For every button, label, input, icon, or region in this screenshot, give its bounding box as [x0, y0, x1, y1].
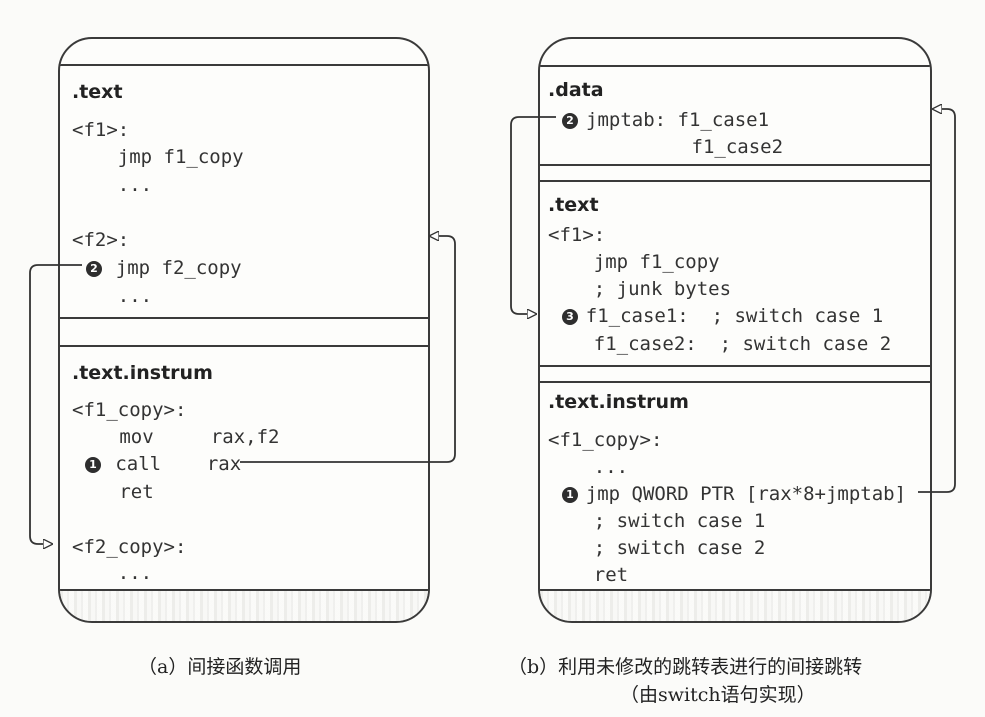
panel-b: .data 2 jmptab: f1_case1 f1_case2 .text <…: [538, 37, 932, 623]
panel-b-instrum-line-1: <f1_copy>:: [548, 429, 663, 451]
arrow-a-jmp-to-f2-copy: [29, 264, 82, 544]
panel-b-divider-3: [540, 180, 930, 182]
panel-b-divider-2: [540, 164, 930, 166]
panel-b-top-divider: [540, 65, 930, 67]
panel-a-instrum-line-3: 1 call rax: [85, 451, 241, 479]
panel-b-bottom-divider: [540, 589, 930, 591]
panel-b-data-line-1-code: jmptab: f1_case1: [586, 109, 770, 131]
panel-a-text-line-2: jmp f1_copy: [72, 146, 244, 168]
panel-b-text-line-3: ; junk bytes: [548, 278, 732, 300]
panel-a-text-line-3: ...: [72, 174, 153, 196]
panel-a-text-line-6-code: jmp f2_copy: [70, 257, 242, 279]
panel-b-bottom-band: [540, 591, 930, 621]
panel-a-mid-divider-2: [60, 345, 428, 347]
panel-b-text-line-2: jmp f1_copy: [548, 251, 720, 273]
panel-b-data-line-1: 2 jmptab: f1_case1: [562, 107, 769, 135]
panel-a-top-divider: [60, 64, 428, 66]
panel-a-text-line-1: <f1>:: [72, 119, 130, 141]
arrow-b-jmptab-to-case1: [510, 116, 556, 314]
panel-a-instrum-line-4: ret: [85, 481, 154, 503]
panel-b-instrum-line-4: ; switch case 1: [548, 510, 766, 532]
panel-b-instrum-line-5: ; switch case 2: [548, 537, 766, 559]
panel-b-data-line-2: f1_case2: [600, 136, 784, 158]
arrow-b-jmp-to-data: [918, 109, 956, 493]
panel-a-text-line-6: 2 jmp f2_copy: [72, 255, 242, 283]
caption-b-line-2: （由switch语句实现）: [620, 684, 816, 706]
panel-b-text-title: .text: [548, 194, 599, 216]
panel-b-instrum-line-2: ...: [548, 456, 629, 478]
arrow-a-call-to-f2: [240, 236, 456, 463]
panel-b-divider-4: [540, 365, 930, 367]
panel-b-text-line-1: <f1>:: [548, 224, 606, 246]
panel-b-instrum-line-3-code: jmp QWORD PTR [rax*8+jmptab]: [540, 483, 907, 505]
panel-a-bottom-band: [60, 591, 428, 621]
marker-b-2: 2: [562, 113, 578, 129]
panel-b-instrum-line-6: ret: [548, 564, 629, 586]
panel-b-text-line-4: 3 f1_case1: ; switch case 1: [562, 303, 883, 331]
marker-b-1: 1: [562, 487, 578, 503]
marker-a-1: 1: [85, 457, 101, 473]
panel-b-instrum-line-3: 1 jmp QWORD PTR [rax*8+jmptab]: [562, 481, 906, 509]
caption-a: （a）间接函数调用: [138, 656, 302, 678]
panel-a-instrum-title: .text.instrum: [72, 362, 213, 384]
marker-b-3: 3: [562, 309, 578, 325]
panel-a-text-title: .text: [72, 81, 123, 103]
panel-a-bottom-divider: [60, 589, 428, 591]
panel-b-text-line-5: f1_case2: ; switch case 2: [548, 333, 892, 355]
panel-a-instrum-line-7: ...: [72, 562, 153, 584]
panel-a-text-line-5: <f2>:: [72, 229, 130, 251]
panel-a-instrum-line-3-code: call rax: [81, 453, 242, 475]
panel-a-instrum-line-2: mov rax,f2: [85, 426, 280, 448]
panel-b-divider-5: [540, 381, 930, 383]
panel-b-data-title: .data: [548, 79, 604, 101]
panel-a-text-line-7: ...: [72, 285, 153, 307]
panel-a-mid-divider-1: [60, 317, 428, 319]
panel-b-text-line-4-code: f1_case1: ; switch case 1: [540, 305, 884, 327]
panel-a-instrum-line-6: <f2_copy>:: [72, 536, 187, 558]
marker-a-2: 2: [86, 261, 102, 277]
panel-a-instrum-line-1: <f1_copy>:: [72, 399, 187, 421]
panel-a: .text <f1>: jmp f1_copy ... <f2>: 2 jmp …: [58, 37, 430, 623]
caption-b-line-1: （b）利用未修改的跳转表进行的间接跳转: [508, 656, 863, 678]
panel-b-instrum-title: .text.instrum: [548, 391, 689, 413]
